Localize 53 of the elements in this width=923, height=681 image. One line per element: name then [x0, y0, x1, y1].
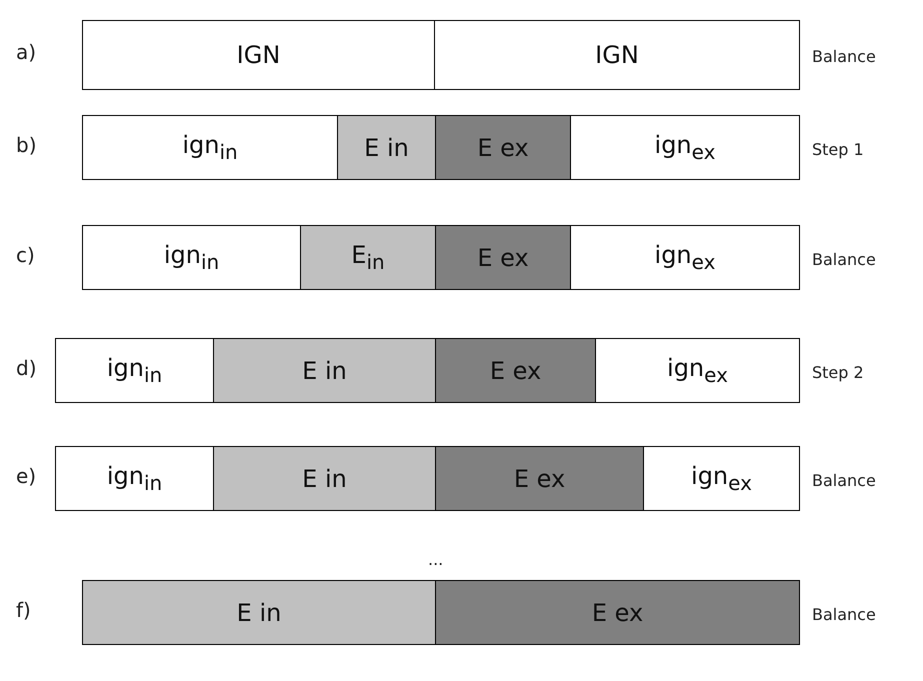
segment-label: IGN: [595, 41, 639, 69]
row-letter: f): [16, 598, 31, 622]
segment-label: E in: [302, 356, 347, 384]
row-note: Balance: [812, 605, 876, 624]
segment-label: E in: [302, 464, 347, 492]
segment-label: ign$_{in}$: [164, 241, 220, 274]
segment-label: ign$_{ex}$: [691, 462, 752, 495]
bar-segment: [434, 20, 800, 90]
bar-segment: [435, 580, 800, 645]
bar-segment: [300, 225, 436, 290]
row-note: Balance: [812, 47, 876, 66]
segment-label: ign$_{in}$: [182, 131, 238, 164]
segment-label: ign$_{ex}$: [667, 354, 728, 387]
bar-segment: [55, 338, 214, 403]
segment-label: ign$_{in}$: [106, 354, 162, 387]
segment-label: E ex: [477, 134, 529, 162]
segment-label: E in: [236, 598, 282, 626]
bar-segment: [213, 338, 436, 403]
row-letter: b): [16, 133, 36, 157]
segment-label: ign$_{ex}$: [654, 241, 716, 274]
segment-label: ign$_{ex}$: [654, 131, 716, 164]
bar-segment: [213, 446, 436, 511]
bar-segment: [82, 225, 301, 290]
row-letter: e): [16, 464, 36, 488]
bar-segment: [570, 225, 800, 290]
segment-label: E ex: [592, 598, 644, 626]
segment-label: E in: [364, 134, 409, 162]
bar-segment: [595, 338, 800, 403]
bar-segment: [82, 580, 436, 645]
bar-segment: [55, 446, 214, 511]
bar-segment: [82, 20, 435, 90]
row-letter: a): [16, 40, 36, 64]
segment-label: E ex: [514, 464, 566, 492]
bar-segment: [337, 115, 436, 180]
bar-segment: [435, 225, 571, 290]
ellipsis: ...: [428, 550, 444, 569]
segment-label: IGN: [236, 41, 280, 69]
bar-segment: [643, 446, 800, 511]
row-note: Step 1: [812, 140, 864, 159]
row-note: Balance: [812, 471, 876, 490]
bar-segment: [435, 446, 644, 511]
bar-segment: [82, 115, 338, 180]
row-note: Balance: [812, 250, 876, 269]
row-letter: d): [16, 356, 36, 380]
bar-segment: [435, 338, 596, 403]
row-letter: c): [16, 243, 35, 267]
bar-segment: [570, 115, 800, 180]
bar-segment: [435, 115, 571, 180]
segment-label: E$_{in}$: [351, 241, 385, 274]
segment-label: ign$_{in}$: [106, 462, 162, 495]
row-note: Step 2: [812, 363, 864, 382]
segment-label: E ex: [477, 244, 529, 272]
segment-label: E ex: [490, 356, 542, 384]
